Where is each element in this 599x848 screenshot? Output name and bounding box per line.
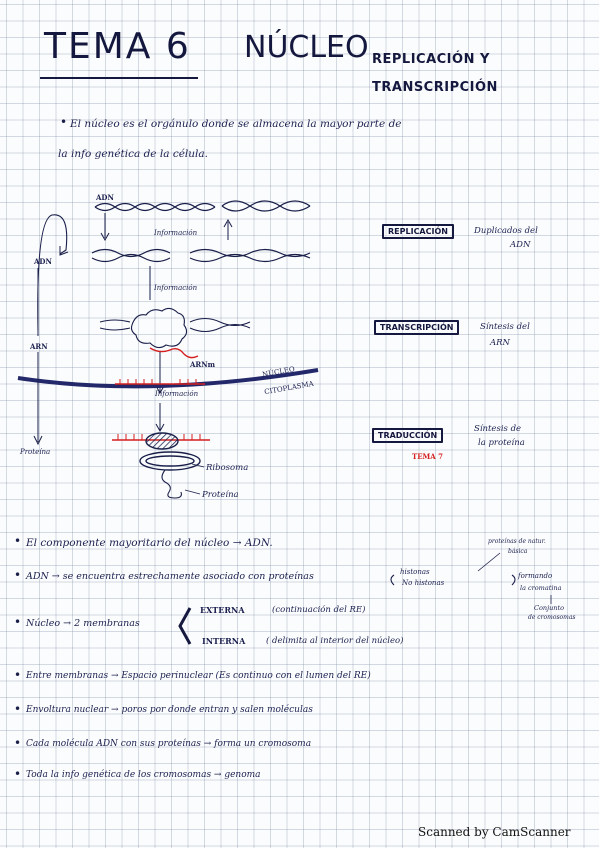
- subtitle-line-2: TRANSCRIPCIÓN: [372, 80, 498, 95]
- membrane-interna-desc: ( delimita al interior del núcleo): [266, 636, 404, 646]
- label-proteina: Proteína: [202, 490, 239, 500]
- bullet-mark: •: [14, 568, 22, 582]
- bullet-mark: •: [14, 615, 22, 629]
- tema-7-note: TEMA 7: [412, 452, 444, 461]
- label-adn-top: ADN: [96, 193, 114, 202]
- protein-chain: [161, 469, 182, 499]
- traduccion-box: TRADUCCIÓN: [372, 428, 444, 443]
- dna-strand-top: [94, 200, 311, 212]
- label-informacion-2: Información: [154, 284, 198, 292]
- bullet-mark: •: [14, 534, 22, 548]
- page-title-nucleo: NÚCLEO: [244, 30, 369, 65]
- subtitle-line-1: REPLICACIÓN Y: [372, 52, 490, 67]
- bullet-mark: •: [14, 702, 22, 716]
- bullet-2-no-histonas: No histonas: [402, 579, 445, 587]
- label-informacion-1: Información: [154, 229, 198, 237]
- replicacion-box: REPLICACIÓN: [382, 224, 454, 239]
- bullet-mark: •: [14, 736, 22, 750]
- traduccion-desc-2: la proteína: [478, 438, 525, 448]
- mrna-strand: [149, 347, 199, 359]
- bullet-2-text: ADN → se encuentra estrechamente asociad…: [26, 571, 314, 582]
- label-proteina-left: Proteína: [20, 448, 51, 456]
- transcription-bubble: [99, 307, 251, 349]
- bullet-6-text: Cada molécula ADN con sus proteínas → fo…: [26, 739, 312, 749]
- bullet-2-note-1: proteínas de natur.: [488, 538, 546, 545]
- bullet-3-text: Núcleo → 2 membranas: [26, 618, 140, 629]
- membrane-externa: EXTERNA: [200, 605, 245, 615]
- bullet-mark: •: [14, 767, 22, 781]
- bullet-2-note-1b: básica: [508, 548, 528, 555]
- bullet-mark: •: [14, 668, 22, 682]
- label-arn-left: ARN: [30, 342, 48, 351]
- scanner-watermark: Scanned by CamScanner: [418, 825, 571, 839]
- traduccion-desc-1: Síntesis de: [474, 424, 522, 434]
- replicacion-desc-2: ADN: [510, 240, 531, 250]
- bullet-2-cromosomas: de cromosomas: [528, 614, 576, 621]
- ribosome-shape: [139, 432, 201, 471]
- page-title-tema: TEMA 6: [44, 26, 191, 67]
- bullet-2-formando: formando: [518, 572, 553, 580]
- bullet-2-cromatina: la cromatina: [520, 584, 562, 592]
- transcripcion-box: TRANSCRIPCIÓN: [374, 320, 460, 335]
- intro-line-1: El núcleo es el orgánulo donde se almace…: [70, 118, 402, 130]
- label-ribosoma: Ribosoma: [206, 463, 249, 473]
- transcripcion-desc-1: Síntesis del: [480, 322, 530, 332]
- replication-loop: [37, 214, 68, 331]
- intro-line-2: la info genética de la célula.: [58, 148, 208, 160]
- bullet-2-conjunto: Conjunto: [534, 604, 564, 612]
- membranes-bracket: [178, 607, 192, 645]
- bullet-2-histonas: histonas: [400, 568, 430, 576]
- bullet-7-text: Toda la info genética de los cromosomas …: [26, 770, 261, 780]
- bullet-1-text: El componente mayoritario del núcleo → A…: [26, 537, 273, 549]
- nuclear-membrane: [17, 368, 319, 389]
- bullet-5-text: Envoltura nuclear → poros por donde entr…: [26, 705, 313, 715]
- label-informacion-3: Información: [155, 390, 199, 398]
- membrane-interna: INTERNA: [202, 636, 246, 646]
- membrane-externa-desc: (continuación del RE): [272, 605, 366, 615]
- bullet-mark: •: [60, 115, 68, 129]
- transcripcion-desc-2: ARN: [490, 338, 510, 348]
- replicacion-desc-1: Duplicados del: [474, 226, 538, 236]
- bullet-4-text: Entre membranas → Espacio perinuclear (E…: [26, 671, 371, 681]
- label-arnm: ARNm: [190, 360, 216, 369]
- label-adn-left: ADN: [34, 257, 52, 266]
- dna-strand-middle: [91, 248, 311, 263]
